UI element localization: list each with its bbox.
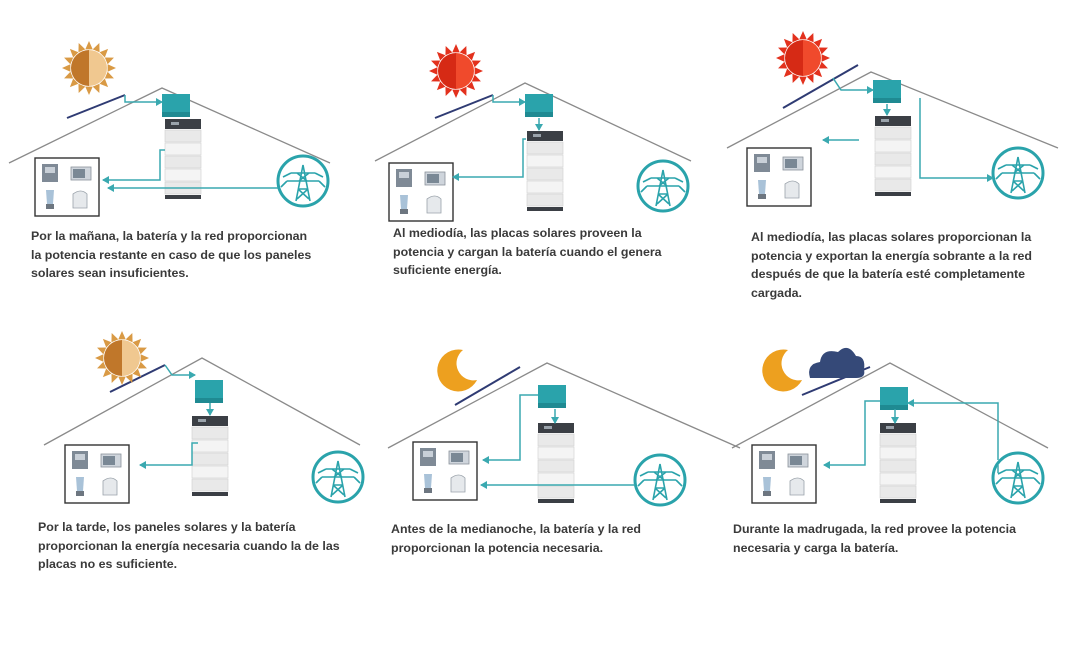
energy-flow-arrow bbox=[164, 364, 196, 379]
solar-panel bbox=[66, 94, 126, 119]
battery-tower-icon bbox=[191, 416, 229, 496]
sun-icon bbox=[95, 331, 149, 385]
inverter-icon bbox=[525, 94, 553, 112]
power-grid-icon bbox=[276, 154, 330, 208]
appliances-box bbox=[34, 157, 100, 217]
kettle-icon bbox=[102, 477, 118, 496]
energy-flow-arrow bbox=[124, 95, 163, 106]
kettle-icon bbox=[789, 477, 805, 496]
sun-icon bbox=[62, 41, 116, 95]
caption: Antes de la medianoche, la batería y la … bbox=[391, 522, 641, 555]
energy-flow-arrow bbox=[139, 442, 198, 469]
house-diagram bbox=[8, 41, 331, 217]
house-roof bbox=[731, 362, 1049, 449]
energy-flow-arrow bbox=[452, 138, 526, 181]
kettle-icon bbox=[784, 180, 800, 199]
house-diagram bbox=[387, 349, 741, 507]
solar-panel bbox=[782, 64, 859, 109]
power-grid-icon bbox=[311, 450, 365, 504]
moon-icon bbox=[762, 349, 802, 392]
house-roof bbox=[726, 71, 1059, 149]
power-grid-icon bbox=[991, 451, 1045, 505]
inverter-icon bbox=[195, 380, 223, 398]
appliances-box bbox=[751, 444, 817, 504]
blender-icon bbox=[424, 474, 432, 488]
sun-icon bbox=[776, 31, 830, 85]
house-diagram bbox=[374, 44, 692, 222]
battery-tower-icon bbox=[164, 119, 202, 199]
power-grid-icon bbox=[633, 453, 687, 507]
energy-flow-arrow bbox=[919, 98, 994, 182]
moon-icon bbox=[437, 349, 477, 392]
house-roof bbox=[8, 87, 331, 164]
cloud-icon bbox=[809, 347, 865, 378]
kettle-icon bbox=[72, 190, 88, 209]
solar-panel bbox=[109, 364, 166, 393]
house-roof bbox=[374, 82, 692, 162]
scenario-midday-charge: Al mediodía, las placas solares proveen … bbox=[373, 38, 733, 338]
inverter-icon bbox=[538, 385, 566, 403]
blender-icon bbox=[46, 190, 54, 204]
house-roof bbox=[387, 362, 741, 449]
house-diagram bbox=[43, 331, 365, 504]
appliances-box bbox=[412, 441, 478, 501]
scenario-midday-export: Al mediodía, las placas solares proporci… bbox=[723, 30, 1080, 330]
energy-flow-arrow bbox=[823, 400, 880, 469]
energy-flow-arrow bbox=[492, 95, 526, 106]
solar-panel bbox=[434, 94, 494, 119]
appliances-box bbox=[64, 444, 130, 504]
power-grid-icon bbox=[991, 146, 1045, 200]
blender-icon bbox=[76, 477, 84, 491]
energy-flow-arrow bbox=[907, 399, 999, 460]
caption: Por la tarde, los paneles solares y la b… bbox=[38, 520, 340, 571]
scenario-early-morning: Durante la madrugada, la red provee la p… bbox=[728, 345, 1080, 645]
inverter-icon bbox=[162, 94, 190, 112]
energy-flow-arrow bbox=[832, 77, 874, 94]
scenario-morning: Por la mañana, la batería y la red propo… bbox=[5, 38, 365, 338]
sun-icon bbox=[429, 44, 483, 98]
house-diagram bbox=[726, 31, 1059, 207]
blender-icon bbox=[758, 180, 766, 194]
appliances-box bbox=[746, 147, 812, 207]
blender-icon bbox=[763, 477, 771, 491]
caption: Durante la madrugada, la red provee la p… bbox=[733, 522, 1017, 555]
battery-tower-icon bbox=[879, 423, 917, 503]
battery-tower-icon bbox=[874, 116, 912, 196]
house-roof bbox=[43, 357, 361, 446]
energy-flow-arrow bbox=[102, 149, 165, 184]
battery-tower-icon bbox=[537, 423, 575, 503]
scenario-before-midnight: Antes de la medianoche, la batería y la … bbox=[385, 345, 745, 645]
scenario-afternoon: Por la tarde, los paneles solares y la b… bbox=[38, 325, 400, 625]
kettle-icon bbox=[426, 195, 442, 214]
battery-tower-icon bbox=[526, 131, 564, 211]
solar-panel bbox=[454, 366, 521, 406]
house-diagram bbox=[731, 347, 1049, 505]
inverter-icon bbox=[880, 387, 908, 405]
energy-flow-arrow bbox=[482, 394, 538, 464]
kettle-icon bbox=[450, 474, 466, 493]
power-grid-icon bbox=[636, 159, 690, 213]
caption: Al mediodía, las placas solares proporci… bbox=[751, 230, 1032, 300]
blender-icon bbox=[400, 195, 408, 209]
caption: Al mediodía, las placas solares proveen … bbox=[393, 226, 662, 277]
inverter-icon bbox=[873, 80, 901, 98]
caption: Por la mañana, la batería y la red propo… bbox=[31, 229, 312, 280]
appliances-box bbox=[388, 162, 454, 222]
